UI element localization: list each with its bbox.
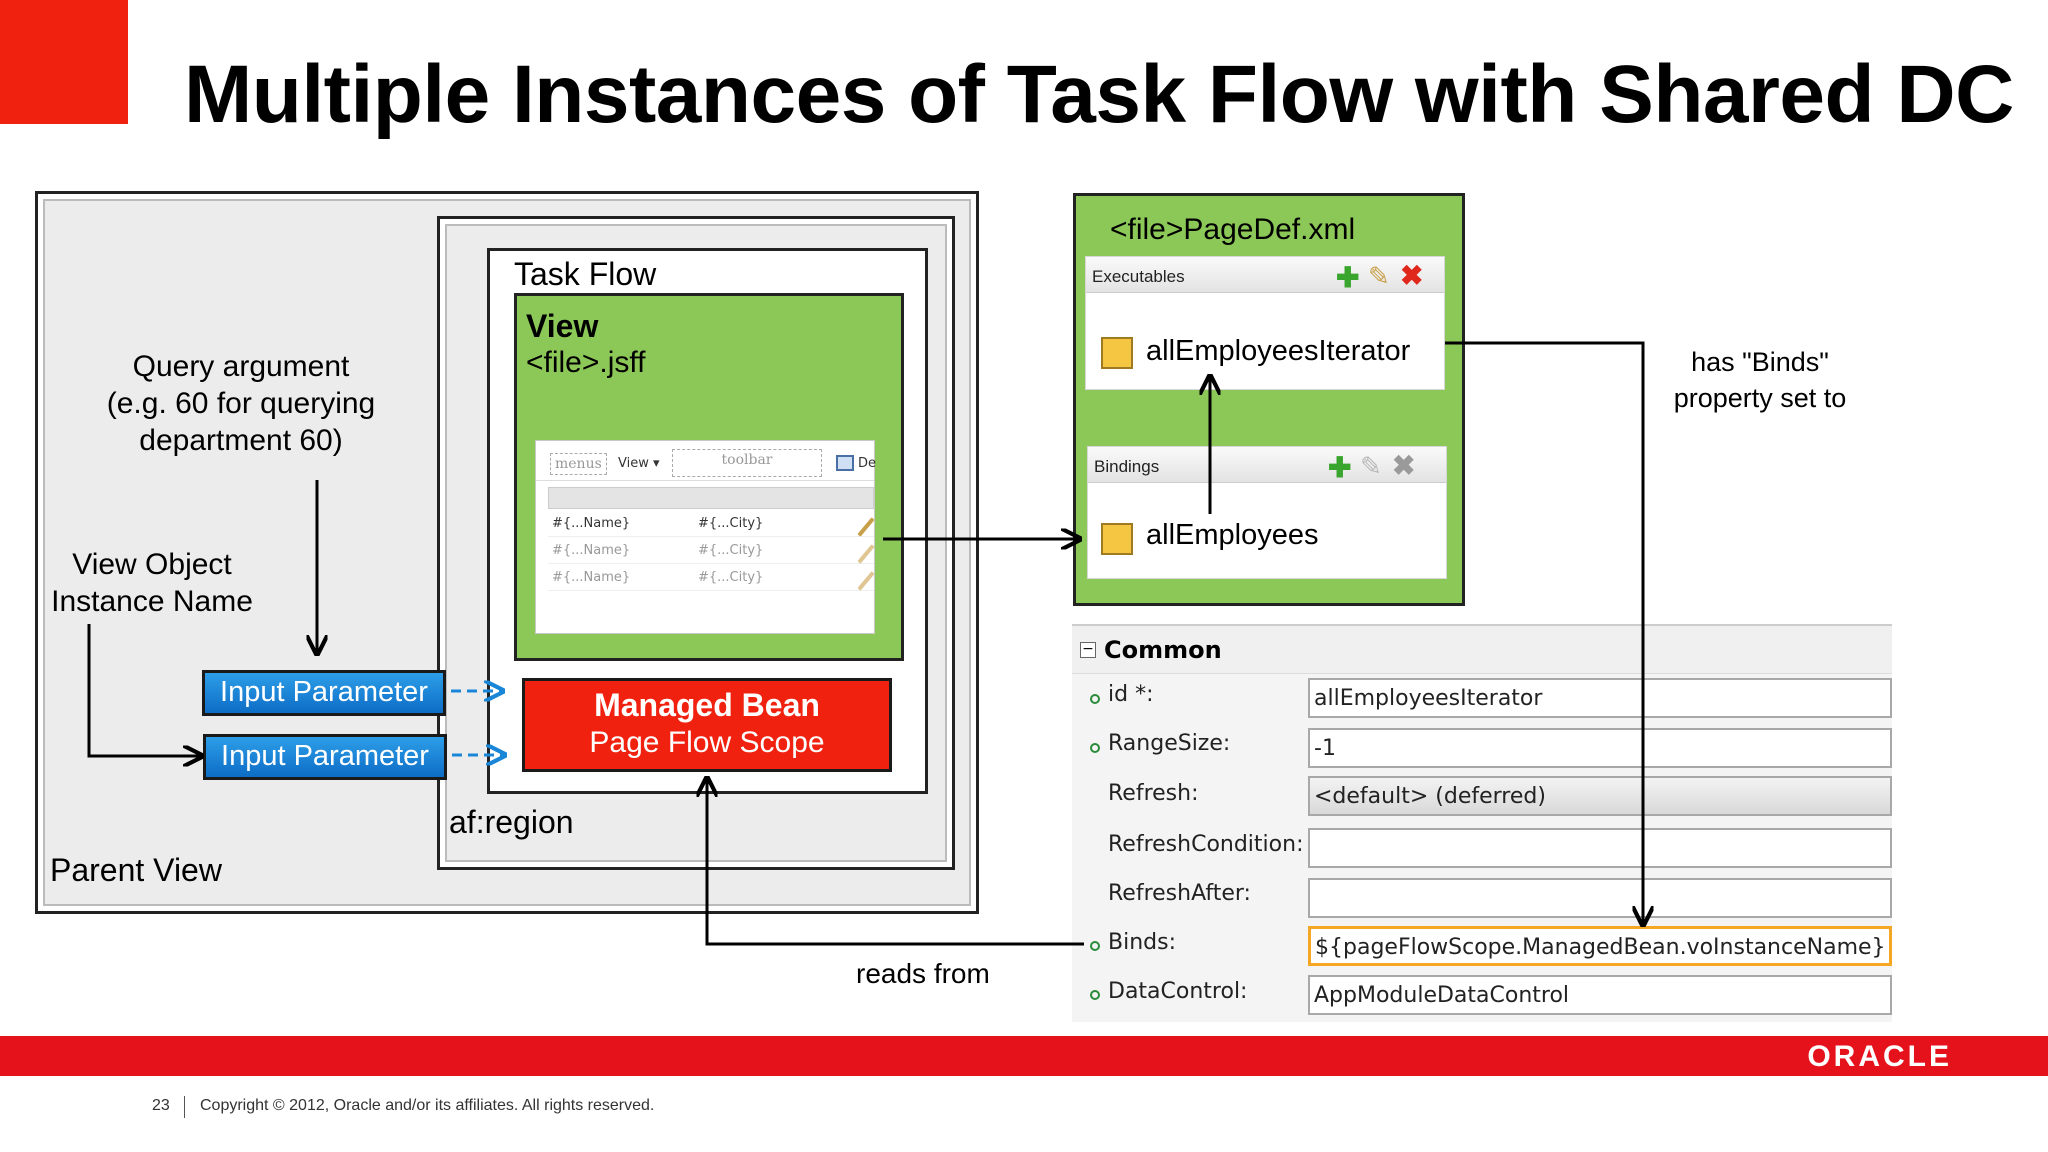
prop-field-binds[interactable]: ${pageFlowScope.ManagedBean.voInstanceNa… — [1308, 926, 1892, 966]
city-cell: #{...City} — [698, 516, 764, 531]
vo-to-input-arrow — [87, 624, 202, 756]
prop-field-refreshcondition[interactable] — [1308, 828, 1892, 868]
managed-bean-scope: Page Flow Scope — [589, 726, 825, 759]
task-flow-label: Task Flow — [514, 256, 657, 292]
brand-corner-block — [0, 0, 128, 124]
prop-label-refreshafter: RefreshAfter: — [1108, 881, 1251, 906]
prop-label-rangesize: RangeSize: — [1108, 731, 1231, 756]
footer-red-bar — [0, 1036, 2048, 1076]
slide-title: Multiple Instances of Task Flow with Sha… — [184, 49, 2014, 140]
city-cell: #{...City} — [698, 570, 764, 585]
query-argument-label: Query argument (e.g. 60 for querying dep… — [90, 348, 392, 459]
binds-note: has "Binds" property set to — [1640, 344, 1880, 416]
table-row: #{...Name} #{...City} — [548, 538, 875, 564]
prop-label-datacontrol: DataControl: — [1108, 979, 1248, 1004]
name-cell: #{...Name} — [552, 570, 631, 585]
copyright-text: Copyright © 2012, Oracle and/or its affi… — [200, 1097, 655, 1114]
detach-icon — [836, 455, 854, 471]
binds-note-line: has "Binds" — [1691, 347, 1829, 377]
detach-label: De — [858, 456, 877, 471]
region-label: af:region — [449, 804, 574, 840]
add-icon[interactable]: ✚ — [1328, 452, 1352, 483]
parent-view-label: Parent View — [50, 852, 222, 888]
prop-label-refreshcondition: RefreshCondition: — [1108, 832, 1304, 857]
required-dot-icon — [1090, 743, 1100, 753]
bindings-header-label: Bindings — [1094, 457, 1160, 476]
query-argument-line: (e.g. 60 for querying — [106, 387, 376, 420]
view-menu: View ▾ — [618, 456, 660, 471]
query-argument-line: department 60) — [139, 424, 343, 457]
common-section-label: Common — [1104, 636, 1222, 664]
menus-placeholder: menus — [550, 453, 607, 475]
managed-bean-box: Managed Bean Page Flow Scope — [522, 678, 892, 772]
prop-field-datacontrol[interactable]: AppModuleDataControl — [1308, 975, 1892, 1015]
view-object-line: Instance Name — [51, 585, 253, 618]
required-dot-icon — [1090, 990, 1100, 1000]
footer-separator — [184, 1096, 185, 1118]
prop-select-refresh[interactable]: <default> (deferred) — [1308, 776, 1892, 816]
prop-field-refreshafter[interactable] — [1308, 878, 1892, 918]
oracle-logo: ORACLE — [1807, 1040, 1952, 1073]
delete-icon[interactable]: ✖ — [1400, 260, 1424, 291]
managed-bean-title: Managed Bean — [594, 687, 820, 723]
iterator-to-binds-arrow — [1445, 341, 1643, 925]
form-preview-header-row — [548, 487, 874, 509]
common-section-header[interactable]: − Common — [1072, 624, 1892, 674]
bindings-panel: Bindings ✚ ✎ ✖ allEmployees — [1087, 446, 1447, 579]
view-file-label: <file>.jsff — [526, 346, 646, 379]
page-number: 23 — [152, 1097, 170, 1114]
view-title: View — [526, 308, 599, 344]
view-menu-label: View — [618, 456, 649, 471]
view-object-instance-label: View Object Instance Name — [36, 546, 268, 620]
city-cell: #{...City} — [698, 543, 764, 558]
add-icon[interactable]: ✚ — [1336, 262, 1360, 293]
collapse-icon[interactable]: − — [1080, 642, 1096, 658]
executables-header: Executables — [1086, 257, 1444, 293]
input-parameter-query: Input Parameter — [202, 670, 446, 716]
prop-field-id[interactable]: allEmployeesIterator — [1308, 678, 1892, 718]
toolbar-placeholder: toolbar — [672, 449, 822, 477]
name-cell: #{...Name} — [552, 543, 631, 558]
prop-field-rangesize[interactable]: -1 — [1308, 728, 1892, 768]
delete-icon: ✖ — [1392, 450, 1416, 481]
query-argument-line: Query argument — [132, 350, 350, 383]
binding-name[interactable]: allEmployees — [1146, 519, 1319, 551]
prop-label-refresh: Refresh: — [1108, 781, 1199, 806]
reads-from-label: reads from — [856, 958, 990, 989]
property-inspector: − Common id *: allEmployeesIterator Rang… — [1072, 624, 1892, 1022]
view-object-line: View Object — [72, 548, 232, 581]
form-preview-toolbar: menus View ▾ toolbar De — [536, 441, 877, 481]
form-preview: menus View ▾ toolbar De #{...Name} #{...… — [535, 440, 877, 634]
bindings-header: Bindings — [1088, 447, 1446, 483]
edit-icon: ✎ — [1360, 451, 1382, 481]
executables-panel: Executables ✚ ✎ ✖ allEmployeesIterator — [1085, 256, 1445, 390]
binds-note-line: property set to — [1673, 383, 1847, 413]
required-dot-icon — [1090, 694, 1100, 704]
binding-icon — [1101, 523, 1133, 555]
pagedef-file-label: <file>PageDef.xml — [1110, 213, 1356, 246]
table-row: #{...Name} #{...City} — [548, 511, 875, 537]
edit-icon[interactable]: ✎ — [1368, 261, 1390, 291]
iterator-name[interactable]: allEmployeesIterator — [1146, 335, 1411, 367]
prop-label-binds: Binds: — [1108, 930, 1176, 955]
binds-reads-bean-arrow — [707, 778, 1084, 946]
table-row: #{...Name} #{...City} — [548, 565, 875, 591]
prop-label-id: id *: — [1108, 682, 1154, 707]
input-parameter-vo-name: Input Parameter — [203, 734, 447, 780]
name-cell: #{...Name} — [552, 516, 631, 531]
executables-header-label: Executables — [1092, 267, 1185, 286]
iterator-icon — [1101, 337, 1133, 369]
required-dot-icon — [1090, 941, 1100, 951]
